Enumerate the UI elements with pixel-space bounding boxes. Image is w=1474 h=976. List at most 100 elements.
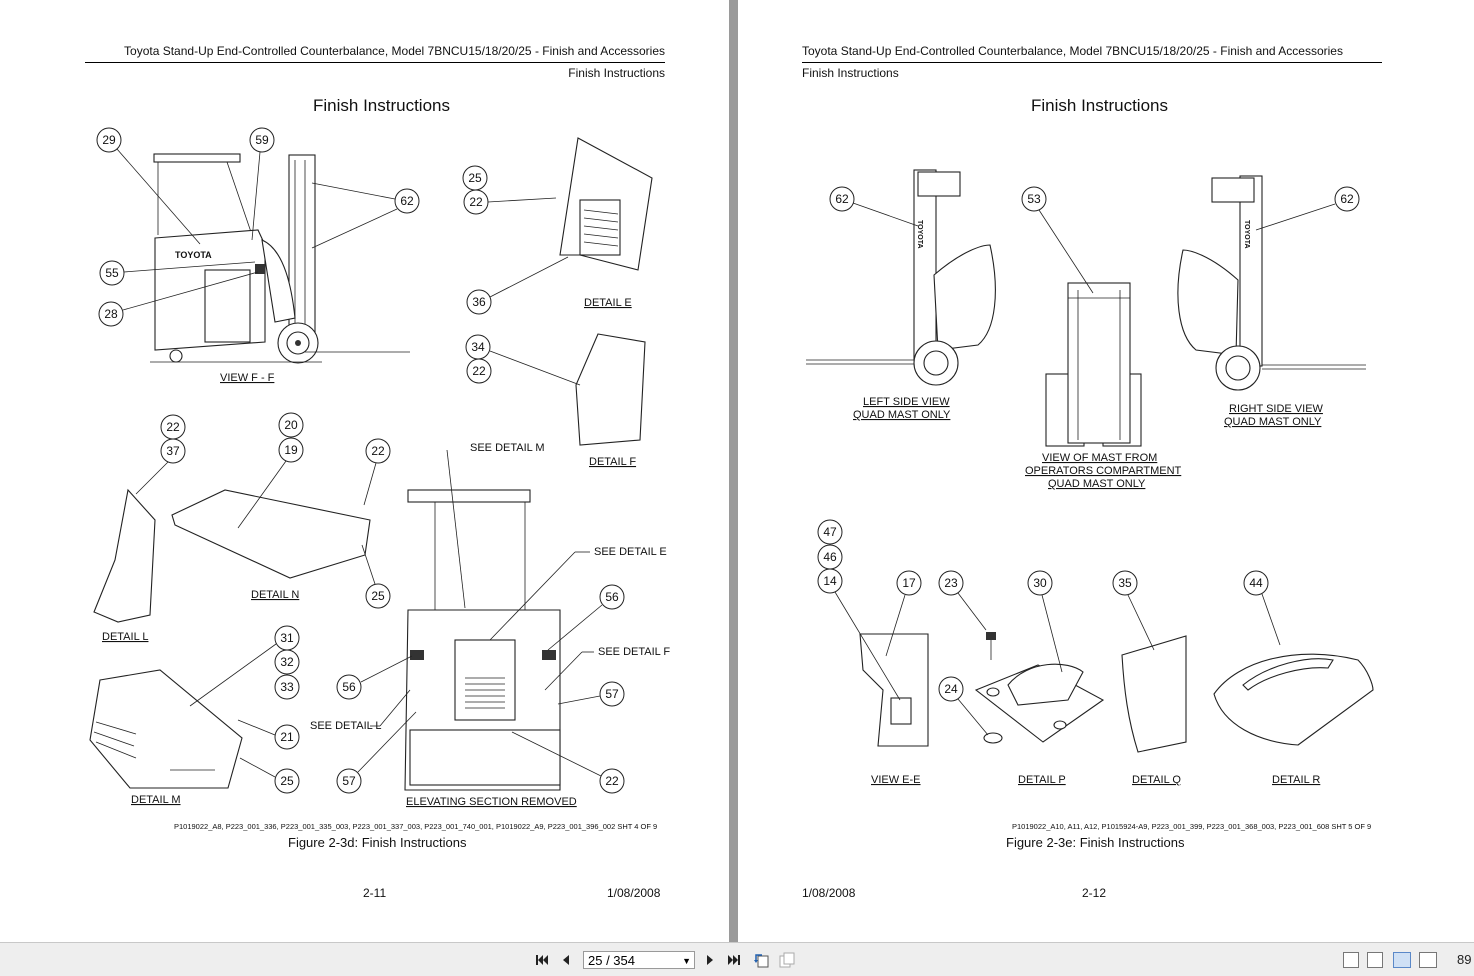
svg-text:22: 22 xyxy=(472,364,486,378)
detail-f-part xyxy=(575,333,646,446)
callout-22: 22 xyxy=(599,768,625,794)
go-forward-button[interactable] xyxy=(778,951,796,969)
right-side-view-label-2: QUAD MAST ONLY xyxy=(1224,416,1322,428)
mast-view-label-3: QUAD MAST ONLY xyxy=(1048,478,1146,490)
callout-23: 23 xyxy=(938,570,964,596)
svg-text:44: 44 xyxy=(1249,576,1263,590)
svg-text:62: 62 xyxy=(835,192,849,206)
next-page-icon xyxy=(707,955,713,965)
callout-56: 56 xyxy=(599,584,625,610)
detail-l-part xyxy=(93,488,156,623)
page-title: Finish Instructions xyxy=(1031,96,1168,115)
detail-n-label: DETAIL N xyxy=(251,589,299,601)
callout-57: 57 xyxy=(599,681,625,707)
last-page-icon xyxy=(728,955,740,965)
drawing-source-refs: P1019022_A10, A11, A12, P1015924-A9, P22… xyxy=(1012,822,1372,831)
toyota-decal: TOYOTA xyxy=(916,220,923,249)
running-header-title: Toyota Stand-Up End-Controlled Counterba… xyxy=(802,44,1343,58)
svg-text:17: 17 xyxy=(902,576,916,590)
toyota-decal: TOYOTA xyxy=(175,250,212,260)
callout-62: 62 xyxy=(1334,186,1360,212)
callout-53: 53 xyxy=(1021,186,1047,212)
callout-44: 44 xyxy=(1243,570,1269,596)
svg-text:24: 24 xyxy=(944,682,958,696)
svg-text:33: 33 xyxy=(280,680,294,694)
svg-text:29: 29 xyxy=(102,133,116,147)
see-detail-e-label: SEE DETAIL E xyxy=(594,546,667,558)
go-back-icon xyxy=(754,954,769,968)
document-page-right: Toyota Stand-Up End-Controlled Counterba… xyxy=(738,0,1474,942)
svg-text:22: 22 xyxy=(371,444,385,458)
right-side-view-label-1: RIGHT SIDE VIEW xyxy=(1229,403,1324,415)
zoom-level[interactable]: 89 xyxy=(1457,952,1472,967)
callout-22: 22 xyxy=(365,438,391,464)
callout-22: 22 xyxy=(466,358,492,384)
svg-text:32: 32 xyxy=(280,655,294,669)
svg-text:28: 28 xyxy=(104,307,118,321)
callout-28: 28 xyxy=(98,301,124,327)
svg-text:37: 37 xyxy=(166,444,180,458)
page-date: 1/08/2008 xyxy=(802,886,856,900)
running-header-section: Finish Instructions xyxy=(568,66,665,80)
callout-37: 37 xyxy=(160,438,186,464)
svg-text:25: 25 xyxy=(468,171,482,185)
chevron-down-icon[interactable]: ▼ xyxy=(682,956,691,966)
figure-2-3e-drawing: TOYOTA 62 LEFT SIDE VIEW QUAD MAST ONLY … xyxy=(806,169,1374,786)
callout-59: 59 xyxy=(249,127,275,153)
go-back-button[interactable] xyxy=(752,951,770,969)
callout-30: 30 xyxy=(1027,570,1053,596)
first-page-button[interactable] xyxy=(533,951,551,969)
elevating-section-label: ELEVATING SECTION REMOVED xyxy=(406,796,577,808)
page-number-field[interactable]: 25 / 354 ▼ xyxy=(583,951,695,969)
svg-text:19: 19 xyxy=(284,443,298,457)
callout-25: 25 xyxy=(462,165,488,191)
svg-text:30: 30 xyxy=(1033,576,1047,590)
detail-m-part xyxy=(89,669,243,789)
svg-text:55: 55 xyxy=(105,266,119,280)
next-page-button[interactable] xyxy=(702,951,718,969)
callout-36: 36 xyxy=(466,289,492,315)
svg-text:14: 14 xyxy=(823,574,837,588)
continuous-layout-icon[interactable] xyxy=(1367,952,1383,968)
page-date: 1/08/2008 xyxy=(607,886,661,900)
callout-31: 31 xyxy=(274,625,300,651)
see-detail-f-label: SEE DETAIL F xyxy=(598,646,670,658)
callout-46: 46 xyxy=(817,544,843,570)
facing-pages-layout-icon[interactable] xyxy=(1393,952,1411,968)
callout-33: 33 xyxy=(274,674,300,700)
first-page-icon xyxy=(536,955,548,965)
callout-35: 35 xyxy=(1112,570,1138,596)
pdf-viewer-toolbar: 25 / 354 ▼ 89 xyxy=(0,942,1474,976)
last-page-button[interactable] xyxy=(725,951,743,969)
svg-text:22: 22 xyxy=(469,195,483,209)
callout-14: 14 xyxy=(817,568,843,594)
svg-text:47: 47 xyxy=(823,525,837,539)
svg-text:25: 25 xyxy=(280,774,294,788)
previous-page-icon xyxy=(563,955,569,965)
toyota-decal: TOYOTA xyxy=(1243,220,1250,249)
svg-text:34: 34 xyxy=(471,340,485,354)
callout-56: 56 xyxy=(336,674,362,700)
callout-22: 22 xyxy=(463,189,489,215)
mast-front-view-drawing xyxy=(1045,282,1142,447)
truck-side-view: TOYOTA xyxy=(150,153,410,364)
page-number: 2-11 xyxy=(363,886,387,900)
drawing-source-refs: P1019022_A8, P223_001_336, P223_001_335_… xyxy=(174,822,658,831)
single-page-layout-icon[interactable] xyxy=(1343,952,1359,968)
figure-caption: Figure 2-3d: Finish Instructions xyxy=(288,835,467,850)
header-rule xyxy=(802,62,1382,63)
page-gap xyxy=(729,0,738,942)
svg-text:31: 31 xyxy=(280,631,294,645)
figure-caption: Figure 2-3e: Finish Instructions xyxy=(1006,835,1185,850)
callout-62: 62 xyxy=(394,188,420,214)
svg-text:62: 62 xyxy=(1340,192,1354,206)
svg-text:22: 22 xyxy=(166,420,180,434)
left-side-view-label-2: QUAD MAST ONLY xyxy=(853,409,951,421)
previous-page-button[interactable] xyxy=(558,951,574,969)
go-forward-icon xyxy=(779,952,795,968)
svg-text:57: 57 xyxy=(605,687,619,701)
page-title: Finish Instructions xyxy=(313,96,450,115)
continuous-facing-layout-icon[interactable] xyxy=(1419,952,1437,968)
page-number-value: 25 / 354 xyxy=(588,952,635,968)
svg-text:20: 20 xyxy=(284,418,298,432)
